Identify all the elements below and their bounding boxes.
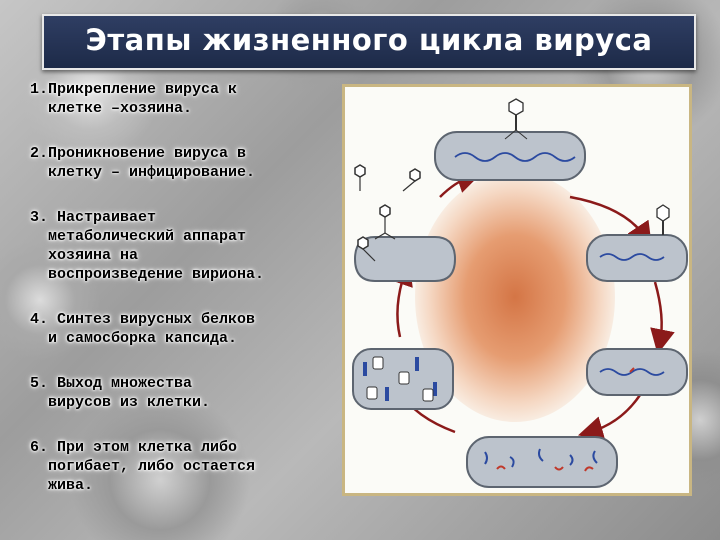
step-6-line-1: 6. При этом клетка либо: [30, 439, 238, 456]
step-5-line-1: 5. Выход множества: [30, 375, 193, 392]
step-1: 1.Прикрепление вируса к клетке –хозяина.: [30, 80, 335, 118]
step-2: 2.Проникновение вируса в клетку – инфици…: [30, 144, 335, 182]
cell-stage-replication: [586, 348, 688, 396]
cell-stage-assembly: [466, 436, 618, 488]
step-4: 4. Синтез вирусных белков и самосборка к…: [30, 310, 335, 348]
cell-stage-capsid-assembly: [352, 348, 454, 410]
step-3-line-2: метаболический аппарат: [48, 228, 247, 245]
arrow-2-to-3: [650, 281, 675, 355]
cell-stage-attachment: [434, 98, 586, 181]
cycle-svg: [352, 98, 688, 488]
step-4-line-1: 4. Синтез вирусных белков: [30, 311, 256, 328]
step-3-line-4: воспроизведение вириона.: [48, 266, 265, 283]
step-1-line-1: 1.Прикрепление вируса к: [30, 81, 238, 98]
step-6: 6. При этом клетка либо погибает, либо о…: [30, 438, 335, 495]
arrow-1-to-2: [569, 195, 652, 248]
cell-stage-injection: [586, 204, 688, 282]
title-bar: Этапы жизненного цикла вируса: [42, 14, 696, 70]
step-3-line-3: хозяина на: [48, 247, 139, 264]
step-5-line-2: вирусов из клетки.: [48, 394, 211, 411]
cell-stage-release: [353, 164, 457, 282]
step-4-line-2: и самосборка капсида.: [48, 330, 238, 347]
step-3: 3. Настраивает метаболический аппарат хо…: [30, 208, 335, 284]
step-5: 5. Выход множества вирусов из клетки.: [30, 374, 335, 412]
step-1-line-2: клетке –хозяина.: [48, 100, 193, 117]
step-3-line-1: 3. Настраивает: [30, 209, 157, 226]
life-cycle-diagram: [342, 84, 692, 496]
step-2-line-2: клетку – инфицирование.: [48, 164, 256, 181]
step-6-line-2: погибает, либо остается: [48, 458, 256, 475]
steps-list: 1.Прикрепление вируса к клетке –хозяина.…: [30, 80, 335, 521]
step-2-line-1: 2.Проникновение вируса в: [30, 145, 247, 162]
page-title: Этапы жизненного цикла вируса: [85, 23, 653, 57]
step-6-line-3: жива.: [48, 477, 94, 494]
